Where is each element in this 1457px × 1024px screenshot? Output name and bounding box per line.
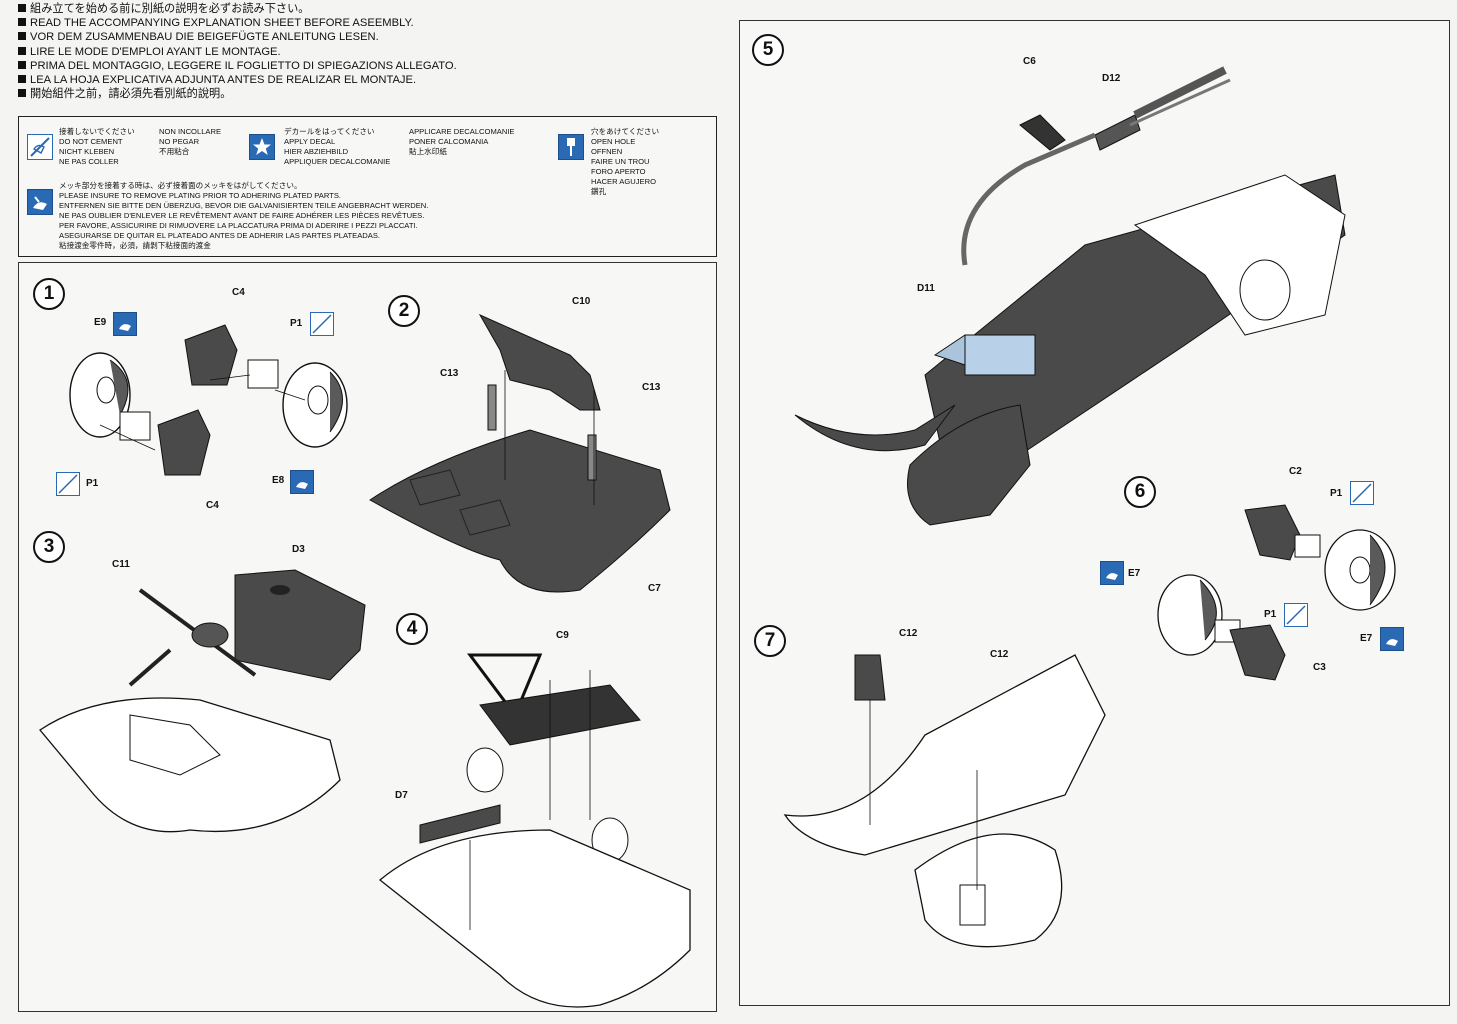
no-cement-icon (1284, 603, 1308, 627)
part-label-C7: C7 (648, 583, 661, 594)
plating-icon (27, 189, 53, 215)
part-label-C10: C10 (572, 296, 591, 307)
part-label-E7: E7 (1128, 568, 1141, 579)
symbol-legend: 接着しないでください DO NOT CEMENT NICHT KLEBEN NE… (18, 116, 717, 257)
step-1-number: 1 (33, 278, 65, 310)
step-5-drawing (794, 66, 1346, 526)
warning-line: LEA LA HOJA EXPLICATIVA ADJUNTA ANTES DE… (18, 73, 457, 87)
plating-icon (113, 312, 137, 336)
assembly-warnings: 組み立てを始める前に別紙の説明を必ずお読み下さい。 READ THE ACCOM… (18, 2, 457, 101)
step-2-drawing (369, 313, 671, 593)
step-3-number: 3 (33, 531, 65, 563)
part-label-C12: C12 (990, 649, 1009, 660)
part-label-C4: C4 (206, 500, 219, 511)
no-cement-icon (56, 472, 80, 496)
part-label-P1: P1 (290, 318, 303, 329)
step-6-drawing (1157, 504, 1396, 681)
no-cement-icon (27, 134, 53, 160)
no-cement-icon (310, 312, 334, 336)
plating-icon (1380, 627, 1404, 651)
part-label-C11: C11 (112, 559, 130, 570)
part-label-C12: C12 (899, 628, 918, 639)
part-label-E9: E9 (94, 317, 107, 328)
part-label-P1: P1 (1264, 609, 1277, 620)
step-7-drawing (783, 654, 1106, 948)
warning-line: LIRE LE MODE D'EMPLOI AYANT LE MONTAGE. (18, 45, 457, 59)
part-label-P1: P1 (86, 478, 99, 489)
step-3-drawing (39, 569, 366, 833)
no-cement-icon (1350, 481, 1374, 505)
warning-line: VOR DEM ZUSAMMENBAU DIE BEIGEFÜGTE ANLEI… (18, 30, 457, 44)
part-label-C4: C4 (232, 287, 245, 298)
step-7-number: 7 (754, 625, 786, 657)
plating-icon (290, 470, 314, 494)
part-label-C6: C6 (1023, 56, 1036, 67)
decal-text-2: APPLICARE DECALCOMANIE PONER CALCOMANIA … (409, 127, 515, 156)
plating-text: メッキ部分を接着する時は、必ず接着面のメッキをはがしてください。 PLEASE … (59, 181, 429, 250)
drill-hole-icon (558, 134, 584, 160)
part-label-E7: E7 (1360, 633, 1373, 644)
warning-line: PRIMA DEL MONTAGGIO, LEGGERE IL FOGLIETT… (18, 59, 457, 73)
part-label-C13: C13 (642, 382, 661, 393)
part-label-D7: D7 (395, 790, 408, 801)
step-2-number: 2 (388, 295, 420, 327)
part-label-D3: D3 (292, 544, 305, 555)
step-6-number: 6 (1124, 476, 1156, 508)
warning-line: 開始組件之前，請必須先看別紙的說明。 (18, 87, 457, 101)
step-4-drawing (378, 653, 691, 1008)
part-label-C13: C13 (440, 368, 459, 379)
plating-icon (1100, 561, 1124, 585)
part-label-C3: C3 (1313, 662, 1326, 673)
step-1-drawing (69, 324, 348, 476)
part-label-P1: P1 (1330, 488, 1343, 499)
part-label-E8: E8 (272, 475, 285, 486)
decal-text: デカールをはってください APPLY DECAL HIER ABZIEHBILD… (284, 127, 391, 166)
part-label-D12: D12 (1102, 73, 1121, 84)
warning-line: 組み立てを始める前に別紙の説明を必ずお読み下さい。 (18, 2, 457, 16)
part-label-D11: D11 (917, 283, 935, 294)
part-label-C9: C9 (556, 630, 569, 641)
no-cement-text-2: NON INCOLLARE NO PEGAR 不用粘合 (159, 127, 222, 156)
hole-text: 穴をあけてください OPEN HOLE OFFNEN FAIRE UN TROU… (591, 127, 660, 196)
step-4-number: 4 (396, 613, 428, 645)
step-5-number: 5 (752, 34, 784, 66)
no-cement-text: 接着しないでください DO NOT CEMENT NICHT KLEBEN NE… (59, 127, 135, 166)
warning-line: READ THE ACCOMPANYING EXPLANATION SHEET … (18, 16, 457, 30)
part-label-C2: C2 (1289, 466, 1302, 477)
decal-star-icon (249, 134, 275, 160)
